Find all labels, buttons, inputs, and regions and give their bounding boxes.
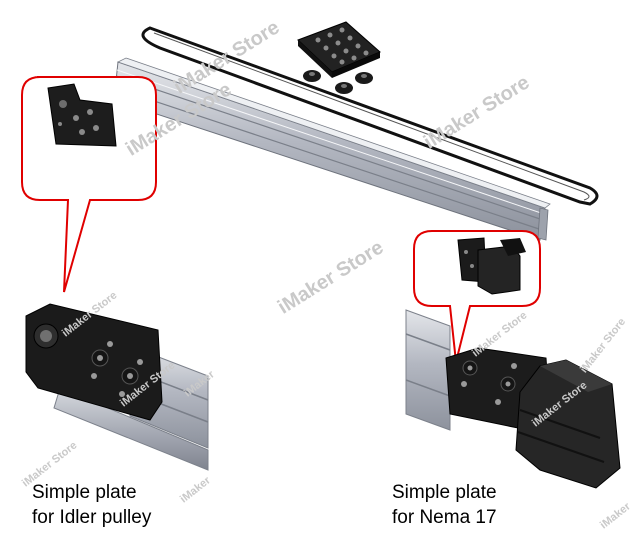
- idler-plate-thumbnail: [47, 83, 117, 147]
- nema-plate-detail: [405, 309, 621, 489]
- aluminium-extrusion: [113, 57, 551, 241]
- gantry-plate: [297, 21, 381, 94]
- caption-line: Simple plate: [32, 482, 137, 503]
- timing-belt: [141, 26, 599, 206]
- nema-plate-thumbnail: [457, 237, 526, 295]
- idler-plate-detail: [25, 303, 209, 471]
- caption-line: Simple plate: [392, 482, 497, 503]
- idler-plate-caption: Simple plate for Idler pulley: [32, 480, 151, 530]
- caption-line: for Nema 17: [392, 507, 497, 528]
- nema-plate-callout: [413, 230, 541, 363]
- caption-line: for Idler pulley: [32, 507, 152, 528]
- nema-plate-caption: Simple plate for Nema 17: [392, 480, 497, 530]
- idler-plate-callout: [21, 76, 157, 293]
